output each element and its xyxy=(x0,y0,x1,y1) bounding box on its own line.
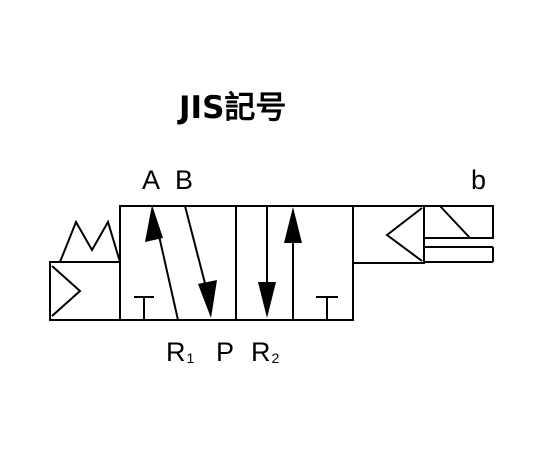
solenoid-triangle-icon xyxy=(385,207,423,262)
diagram-title: JIS記号 xyxy=(179,90,287,126)
port-label-r2-subscript: 2 xyxy=(271,350,280,366)
pilot-triangle-icon xyxy=(51,265,82,317)
arrowhead-p-icon xyxy=(198,280,217,318)
port-label-a: A xyxy=(142,165,161,195)
port-label-r1-letter: R xyxy=(166,337,186,367)
port-label-b: B xyxy=(175,165,194,195)
pilot-box xyxy=(49,261,121,321)
flow-line-b-p xyxy=(184,205,209,296)
arrowhead-up-icon xyxy=(284,207,302,243)
port-label-r2-letter: R xyxy=(251,337,271,367)
solenoid-coil-box xyxy=(423,205,494,239)
port-label-r1-subscript: 1 xyxy=(186,350,195,366)
port-label-r2: R2 xyxy=(251,339,279,366)
solenoid-label-b: b xyxy=(471,165,487,195)
spring-icon xyxy=(59,219,121,263)
port-label-p: P xyxy=(216,337,235,367)
arrowhead-a-icon xyxy=(145,205,163,242)
port-label-r1: R1 xyxy=(166,339,194,366)
solenoid-coil-diagonal xyxy=(439,205,471,239)
arrowhead-down-icon xyxy=(258,282,276,318)
